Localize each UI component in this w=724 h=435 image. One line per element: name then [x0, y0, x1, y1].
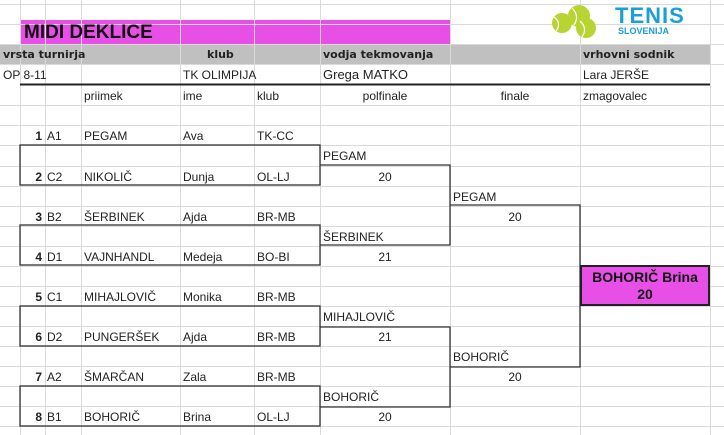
header-background [0, 44, 710, 64]
player-club[interactable]: TK-CC [257, 129, 294, 143]
player-club[interactable]: BR-MB [257, 290, 296, 304]
bracket-lines [19, 144, 581, 427]
tenis-slovenija-logo: TENIS SLOVENIJA [548, 3, 698, 39]
player-surname[interactable]: NIKOLIČ [84, 170, 133, 184]
player-name[interactable]: Brina [183, 410, 212, 424]
page-title: MIDI DEKLICE [24, 22, 153, 43]
player-club[interactable]: OL-LJ [257, 170, 290, 184]
player-name[interactable]: Ajda [183, 210, 208, 224]
player-surname[interactable]: BOHORIČ [84, 410, 141, 424]
semifinal-name[interactable]: PEGAM [323, 149, 367, 163]
label-klub: klub [207, 48, 234, 61]
player-name[interactable]: Zala [183, 370, 207, 384]
player-club[interactable]: BR-MB [257, 330, 296, 344]
player-number[interactable]: 1 [35, 129, 42, 143]
player-name[interactable]: Ava [183, 129, 204, 143]
winner-box[interactable]: BOHORIČ Brina 20 [580, 265, 710, 306]
player-surname[interactable]: PEGAM [84, 129, 128, 143]
tennis-balls-icon [552, 5, 596, 38]
player-seed[interactable]: B2 [47, 210, 62, 224]
semifinal-name[interactable]: MIHAJLOVIČ [323, 310, 396, 324]
col-klub: klub [257, 89, 280, 103]
player-seed[interactable]: D2 [47, 330, 63, 344]
final-name[interactable]: BOHORIČ [453, 350, 510, 364]
semifinal-name[interactable]: BOHORIČ [323, 390, 380, 404]
player-name[interactable]: Ajda [183, 330, 208, 344]
player-surname[interactable]: ŠMARČAN [84, 370, 145, 384]
col-zmagovalec: zmagovalec [583, 89, 648, 103]
player-seed[interactable]: C2 [47, 170, 63, 184]
semifinal-score[interactable]: 20 [378, 170, 392, 184]
player-number[interactable]: 8 [35, 410, 42, 424]
semifinal-score[interactable]: 20 [378, 410, 392, 424]
player-club[interactable]: BR-MB [257, 210, 296, 224]
player-name[interactable]: Medeja [183, 250, 223, 264]
player-number[interactable]: 2 [35, 170, 42, 184]
player-surname[interactable]: VAJNHANDL [84, 250, 155, 264]
col-polfinale: polfinale [362, 89, 408, 103]
logo-text: TENIS [615, 3, 685, 28]
label-sodnik: vrhovni sodnik [583, 48, 675, 61]
player-seed[interactable]: C1 [47, 290, 63, 304]
player-seed[interactable]: A1 [47, 129, 62, 143]
value-sodnik[interactable]: Lara JERŠE [583, 68, 650, 82]
player-surname[interactable]: ŠERBINEK [84, 210, 145, 224]
player-seed[interactable]: B1 [47, 410, 62, 424]
final-name[interactable]: PEGAM [453, 190, 497, 204]
player-club[interactable]: OL-LJ [257, 410, 290, 424]
player-club[interactable]: BR-MB [257, 370, 296, 384]
player-name[interactable]: Dunja [183, 170, 215, 184]
player-number[interactable]: 4 [35, 250, 42, 264]
value-vodja[interactable]: Grega MATKO [323, 67, 409, 82]
player-seed[interactable]: D1 [47, 250, 63, 264]
player-number[interactable]: 5 [35, 290, 42, 304]
player-club[interactable]: BO-BI [257, 250, 290, 264]
final-score[interactable]: 20 [508, 210, 522, 224]
player-name[interactable]: Monika [183, 290, 222, 304]
player-surname[interactable]: MIHAJLOVIČ [84, 290, 157, 304]
player-number[interactable]: 3 [35, 210, 42, 224]
col-finale: finale [500, 89, 530, 103]
semifinal-score[interactable]: 21 [378, 250, 392, 264]
semifinal-name[interactable]: ŠERBINEK [323, 230, 384, 244]
col-priimek: priimek [84, 89, 123, 103]
label-vodja: vodja tekmovanja [323, 48, 434, 61]
player-number[interactable]: 6 [35, 330, 42, 344]
player-surname[interactable]: PUNGERŠEK [84, 330, 160, 344]
final-score[interactable]: 20 [508, 370, 522, 384]
player-seed[interactable]: A2 [47, 370, 62, 384]
value-vrsta-turnirja[interactable]: OP 8-11 [3, 68, 47, 82]
player-number[interactable]: 7 [35, 370, 42, 384]
logo-subtext: SLOVENIJA [618, 26, 670, 36]
winner-name: BOHORIČ Brina [592, 269, 698, 285]
col-ime: ime [183, 89, 203, 103]
semifinal-score[interactable]: 21 [378, 330, 392, 344]
label-vrsta-turnirja: vrsta turnirja [3, 48, 86, 61]
value-klub[interactable]: TK OLIMPIJA [183, 68, 257, 82]
winner-score: 20 [637, 286, 653, 302]
